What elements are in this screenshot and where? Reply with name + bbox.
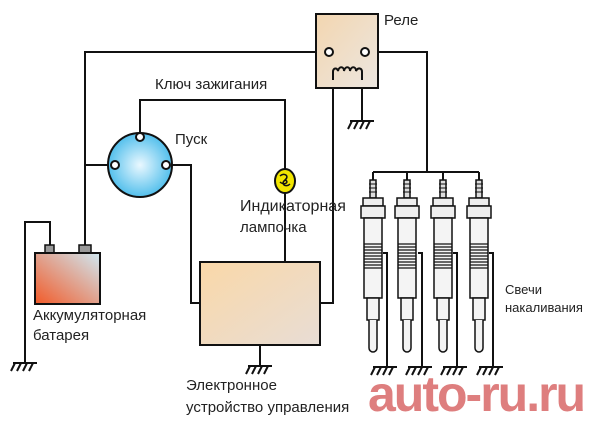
glow-plugs	[360, 179, 504, 376]
indicator-lamp-label-2: лампочка	[240, 219, 307, 236]
glow-plugs-label-2: накаливания	[505, 300, 583, 315]
relay-label: Реле	[384, 12, 419, 29]
ecu-label-2: устройство управления	[186, 399, 350, 416]
ecu-box	[199, 261, 321, 346]
indicator-lamp-icon	[274, 168, 296, 194]
start-label: Пуск	[175, 131, 208, 148]
relay-coil-icon	[332, 66, 363, 80]
ecu-label-1: Электронное	[186, 377, 277, 394]
glow-plugs-label-1: Свечи	[505, 282, 542, 297]
indicator-lamp-label-1: Индикаторная	[240, 198, 346, 215]
ground-icon	[10, 362, 38, 372]
ground-icon	[245, 365, 273, 375]
ignition-switch	[107, 132, 173, 198]
watermark: auto-ru.ru	[368, 366, 586, 422]
glow-plug-icon	[394, 179, 420, 353]
battery	[34, 244, 101, 305]
battery-label-2: батарея	[33, 327, 90, 344]
relay	[315, 13, 379, 89]
ignition-key-label: Ключ зажигания	[155, 76, 268, 93]
wires	[24, 51, 494, 366]
glow-plug-icon	[360, 179, 386, 353]
glow-plug-icon	[430, 179, 456, 353]
battery-label-1: Аккумуляторная	[33, 307, 147, 324]
glow-plug-icon	[466, 179, 492, 353]
ground-icon	[347, 120, 375, 130]
